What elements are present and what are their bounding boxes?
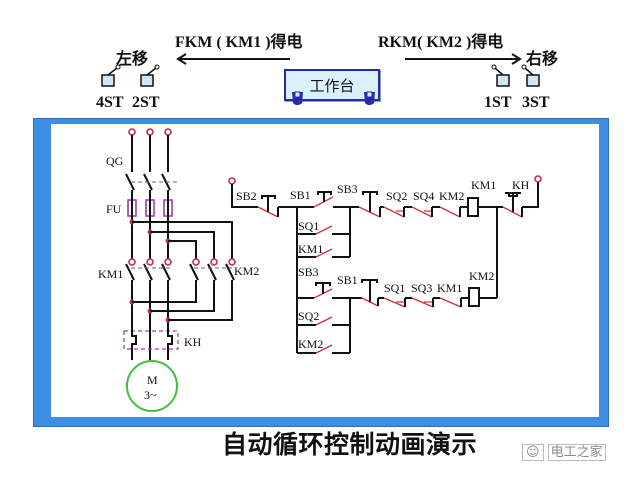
limit-sq3-nc [411,297,434,308]
overload-kh-nc [502,192,523,218]
label-sb3-rung2: SB3 [298,265,319,279]
contactor-km1-main [125,263,171,281]
watermark-text: 电工之家 [547,444,606,461]
thermal-relay-kh-main [123,330,179,360]
limit-switch-1st-icon [491,64,510,87]
watermark: ☺电工之家 [522,441,606,461]
switch-label-3st: 3ST [522,94,550,111]
forward-button-sb1 [313,191,334,208]
label-sq2: SQ2 [386,189,407,203]
right-arrow-icon [405,53,522,65]
label-sb1-rung2: SB1 [337,273,358,287]
label-motor-type: 3~ [144,388,157,402]
limit-switch-3st-icon [521,64,540,87]
label-fu: FU [106,202,122,216]
control-circuit [228,175,542,354]
label-sq1-rung2: SQ1 [384,281,405,295]
diagram-caption: 自动循环控制动画演示 [222,430,478,459]
label-km2-coil: KM2 [469,269,494,283]
worktable-label: 工作台 [309,77,355,95]
terminal-l1 [128,128,136,136]
label-kh-main: KH [184,335,202,349]
limit-sq1-nc [383,297,406,308]
limit-sq4-nc [411,206,433,218]
limit-switch-2st-icon [140,64,160,87]
label-motor: M [147,373,158,387]
stop-button-sb2 [257,195,279,218]
fuse-fu [127,198,173,218]
coil-km1 [467,197,479,217]
label-km1-interlock: KM1 [437,281,462,295]
worktable: 工作台 [284,69,380,101]
left-arrow-icon [176,53,290,65]
label-km1-main: KM1 [98,267,123,281]
reverse-button-sb3-nc [358,191,381,218]
label-sb3: SB3 [337,182,358,196]
limit-sq2-nc [383,206,405,218]
limit-switch-4st-icon [101,64,121,87]
label-km1-coil: KM1 [471,178,496,192]
contactor-km2-main [189,263,235,281]
label-sb2: SB2 [236,189,257,203]
label-sb1: SB1 [290,188,311,202]
wechat-icon: ☺ [522,444,544,461]
move-left-label: 左移 [116,49,149,68]
label-km2-interlock: KM2 [439,189,464,203]
switch-label-1st: 1ST [484,94,512,111]
switch-label-4st: 4ST [96,94,124,111]
reverse-energized-label: RKM( KM2 )得电 [378,34,504,51]
motor-m [126,360,178,412]
interlock-km1-nc [439,297,462,308]
forward-energized-label: FKM ( KM1 )得电 [175,34,303,51]
label-qg: QG [106,154,124,168]
move-right-label: 右移 [526,49,559,68]
terminal-l3 [164,128,172,136]
label-kh-contact: KH [512,178,530,192]
switch-label-2st: 2ST [132,94,160,111]
label-sq4: SQ4 [413,189,434,203]
label-km2-latch: KM2 [298,337,323,351]
breaker-qg [125,173,178,191]
interlock-km2-nc [439,206,461,218]
terminal-l2 [146,128,154,136]
label-sq3-rung2: SQ3 [411,281,432,295]
main-circuit [123,128,236,412]
forward-button-sb1-nc [361,279,379,307]
label-km2-main: KM2 [234,264,259,278]
label-km1-latch: KM1 [298,242,323,256]
coil-km2 [468,287,480,307]
label-sq1-latch: SQ1 [298,219,319,233]
reverse-button-sb3 [297,282,333,299]
label-sq2-latch: SQ2 [298,309,319,323]
